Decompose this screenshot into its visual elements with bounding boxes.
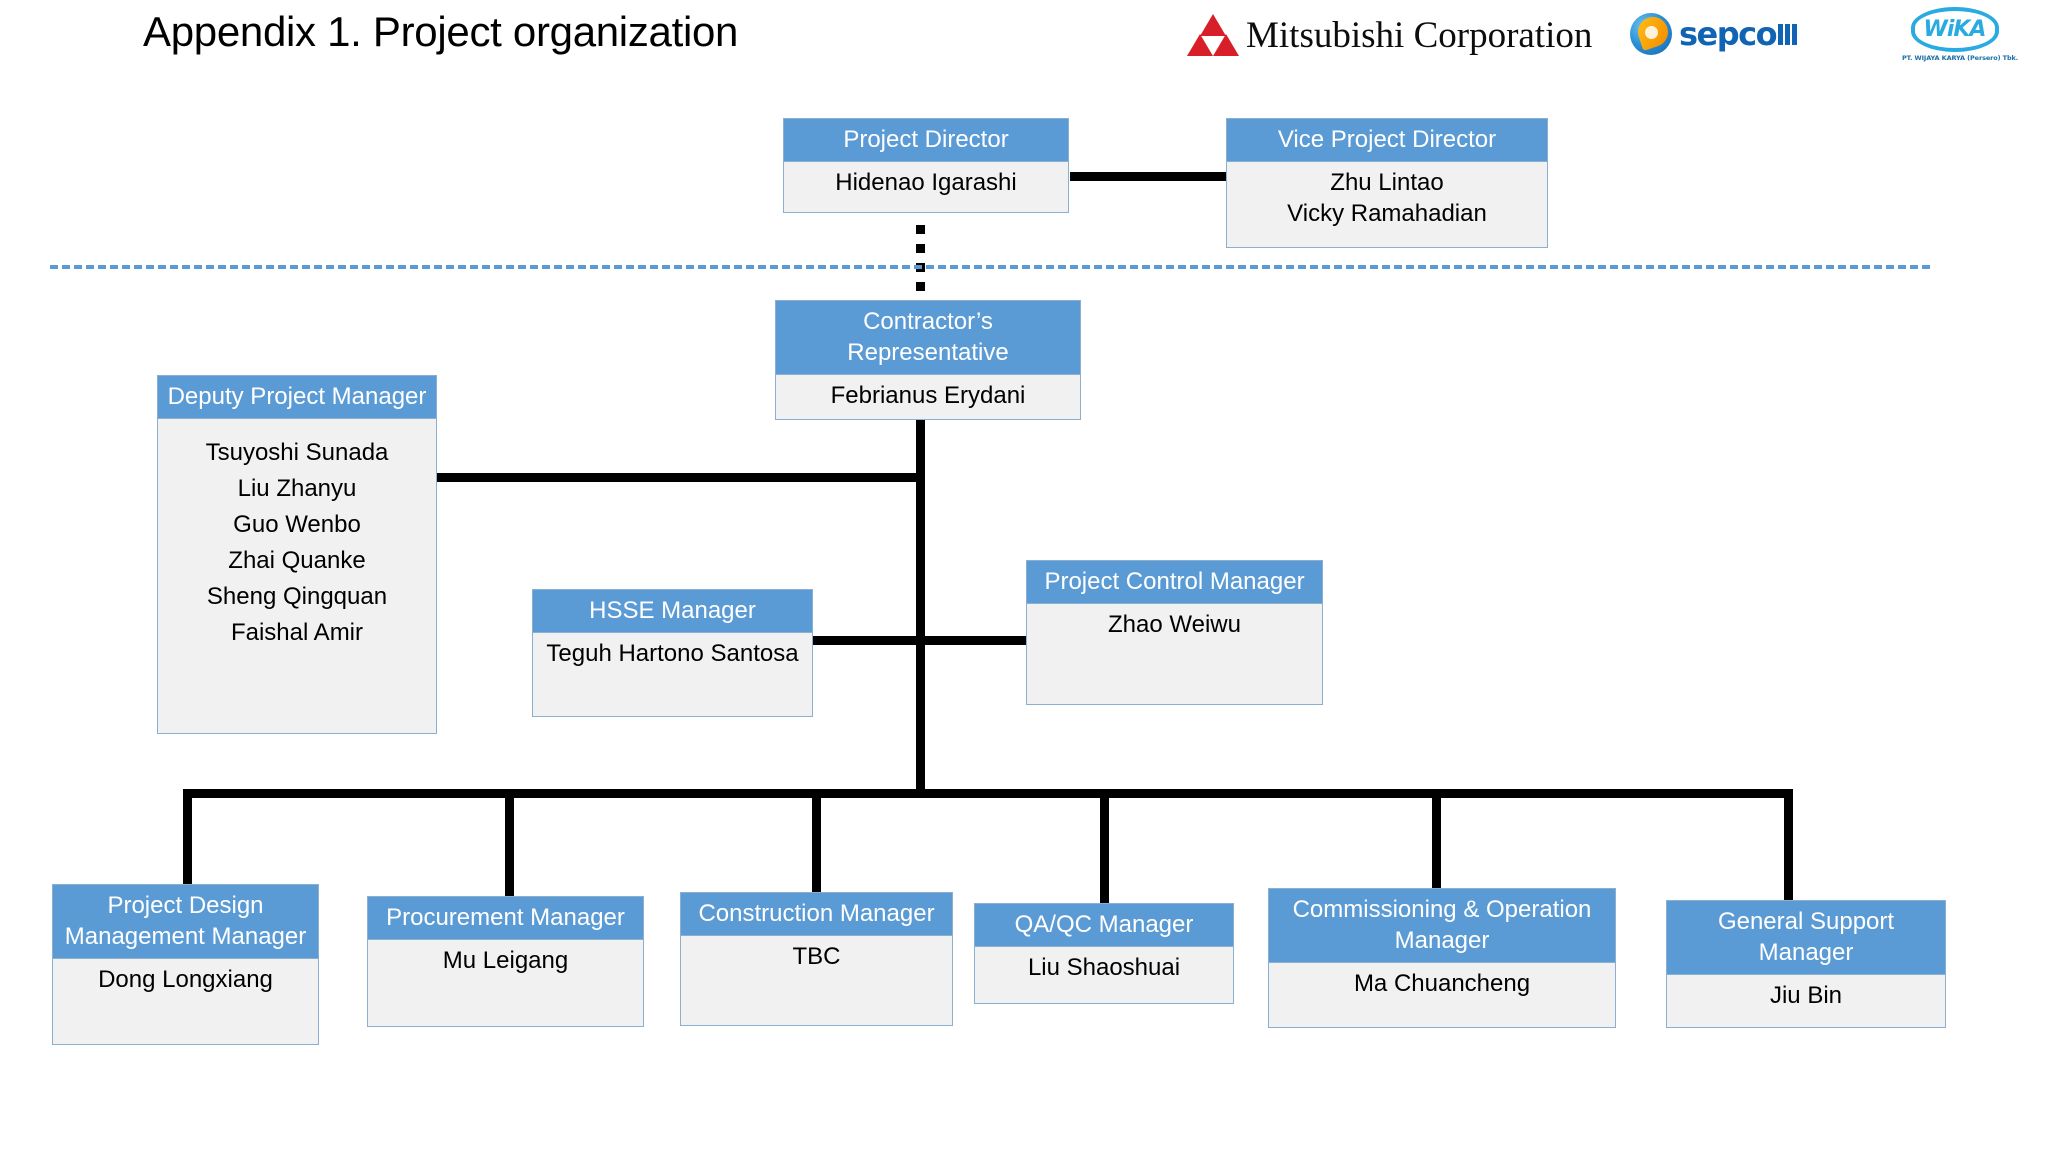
- sepco-logo-text: sepco: [1679, 15, 1778, 53]
- node-project-design-management-manager[interactable]: Project Design Management Manager Dong L…: [52, 884, 319, 1045]
- node-project-design-management-manager-role: Project Design Management Manager: [53, 885, 318, 958]
- node-contractors-representative-role: Contractor’s Representative: [776, 301, 1080, 374]
- node-project-design-management-manager-people: Dong Longxiang: [53, 958, 318, 1001]
- wika-logo: WiKA PT. WIJAYA KARYA (Persero) Tbk.: [1902, 7, 2019, 62]
- connector-pd-to-vpd: [1070, 172, 1230, 181]
- page-title: Appendix 1. Project organization: [143, 8, 739, 55]
- connector-drop-procurement: [505, 789, 514, 899]
- node-construction-manager-people: TBC: [681, 935, 952, 978]
- connector-drop-commissioning: [1432, 789, 1441, 890]
- node-procurement-manager-people: Mu Leigang: [368, 939, 643, 982]
- node-commissioning-operation-manager-role: Commissioning & Operation Manager: [1269, 889, 1615, 962]
- node-project-control-manager-people: Zhao Weiwu: [1027, 603, 1322, 646]
- connector-pd-to-contractor-rep-dotted: [916, 225, 925, 303]
- node-general-support-manager-role: General Support Manager: [1667, 901, 1945, 974]
- node-qa-qc-manager-people: Liu Shaoshuai: [975, 946, 1233, 989]
- node-deputy-project-manager[interactable]: Deputy Project Manager Tsuyoshi Sunada L…: [157, 375, 437, 734]
- connector-main-trunk: [916, 420, 925, 797]
- node-vice-project-director-role: Vice Project Director: [1227, 119, 1547, 161]
- wika-logo-text: WiKA: [1923, 16, 1987, 42]
- node-project-control-manager[interactable]: Project Control Manager Zhao Weiwu: [1026, 560, 1323, 705]
- node-commissioning-operation-manager-people: Ma Chuancheng: [1269, 962, 1615, 1005]
- node-hsse-manager-people: Teguh Hartono Santosa: [533, 632, 812, 675]
- node-contractors-representative[interactable]: Contractor’s Representative Febrianus Er…: [775, 300, 1081, 420]
- connector-hsse-to-trunk: [806, 636, 921, 645]
- connector-drop-construction: [812, 789, 821, 895]
- node-deputy-project-manager-people: Tsuyoshi Sunada Liu Zhanyu Guo Wenbo Zha…: [158, 418, 436, 669]
- wika-logo-subtitle: PT. WIJAYA KARYA (Persero) Tbk.: [1902, 54, 2019, 62]
- mitsubishi-logo: Mitsubishi Corporation: [1187, 14, 1593, 56]
- node-project-control-manager-role: Project Control Manager: [1027, 561, 1322, 603]
- sepco-swoosh-icon: [1630, 13, 1672, 55]
- connector-bottom-bus: [183, 789, 1793, 798]
- node-contractors-representative-people: Febrianus Erydani: [776, 374, 1080, 417]
- mitsubishi-logo-text: Mitsubishi Corporation: [1246, 14, 1593, 56]
- node-construction-manager-role: Construction Manager: [681, 893, 952, 935]
- logo-strip: Mitsubishi Corporation sepco WiKA PT. WI…: [1187, 0, 2020, 72]
- node-deputy-project-manager-role: Deputy Project Manager: [158, 376, 436, 418]
- node-qa-qc-manager-role: QA/QC Manager: [975, 904, 1233, 946]
- node-hsse-manager-role: HSSE Manager: [533, 590, 812, 632]
- connector-drop-general-support: [1784, 789, 1793, 903]
- node-general-support-manager[interactable]: General Support Manager Jiu Bin: [1666, 900, 1946, 1028]
- wika-badge-icon: WiKA: [1910, 7, 1999, 52]
- node-procurement-manager-role: Procurement Manager: [368, 897, 643, 939]
- node-project-director-people: Hidenao Igarashi: [784, 161, 1068, 204]
- node-project-director[interactable]: Project Director Hidenao Igarashi: [783, 118, 1069, 213]
- sepco-logo: sepco: [1630, 13, 1798, 55]
- node-general-support-manager-people: Jiu Bin: [1667, 974, 1945, 1017]
- node-construction-manager[interactable]: Construction Manager TBC: [680, 892, 953, 1026]
- connector-drop-qa-qc: [1100, 789, 1109, 905]
- connector-deputy-pm-to-trunk: [434, 473, 921, 482]
- connector-project-control-to-trunk: [916, 636, 1026, 645]
- sepco-three-bars-icon: [1778, 23, 1798, 45]
- node-hsse-manager[interactable]: HSSE Manager Teguh Hartono Santosa: [532, 589, 813, 717]
- node-vice-project-director[interactable]: Vice Project Director Zhu Lintao Vicky R…: [1226, 118, 1548, 248]
- connector-drop-project-design: [183, 789, 192, 888]
- node-procurement-manager[interactable]: Procurement Manager Mu Leigang: [367, 896, 644, 1027]
- node-project-director-role: Project Director: [784, 119, 1068, 161]
- mitsubishi-three-diamonds-icon: [1187, 14, 1239, 56]
- node-vice-project-director-people: Zhu Lintao Vicky Ramahadian: [1227, 161, 1547, 235]
- owner-contractor-divider: [50, 265, 1930, 269]
- node-commissioning-operation-manager[interactable]: Commissioning & Operation Manager Ma Chu…: [1268, 888, 1616, 1028]
- node-qa-qc-manager[interactable]: QA/QC Manager Liu Shaoshuai: [974, 903, 1234, 1004]
